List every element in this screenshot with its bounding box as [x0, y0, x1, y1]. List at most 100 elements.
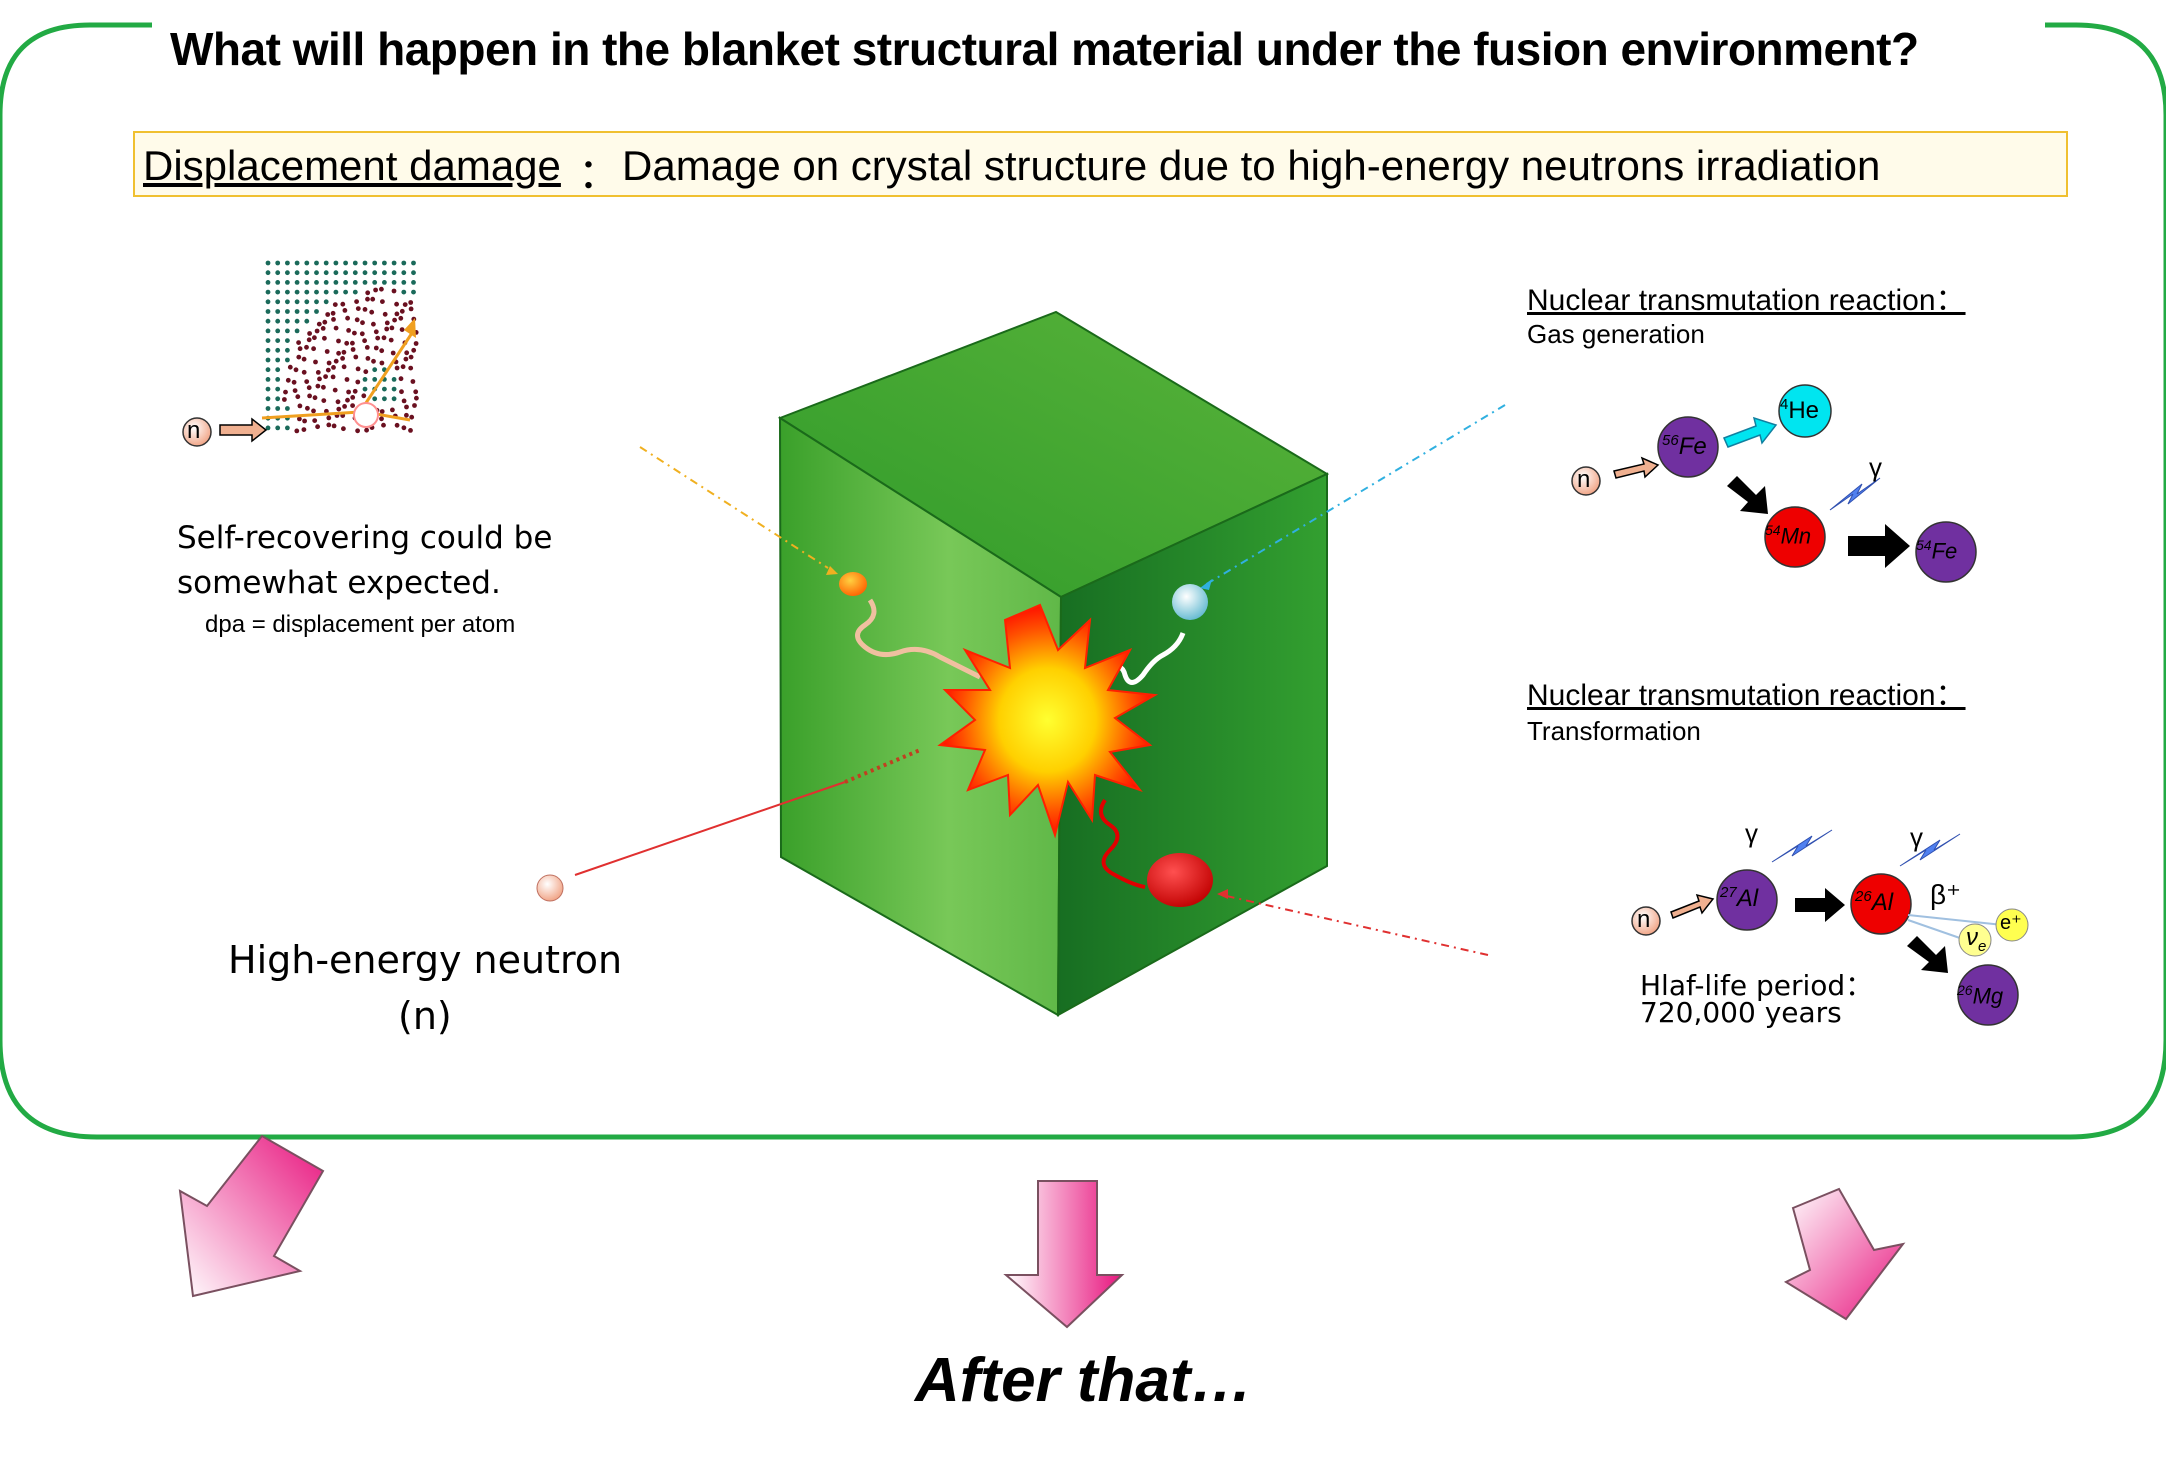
lattice-atom	[320, 326, 326, 331]
lattice-atom	[265, 299, 271, 305]
pink-arrow-center	[1003, 1180, 1125, 1329]
lattice-atom	[294, 289, 300, 295]
lattice-atom	[326, 415, 332, 421]
displacement-description: Damage on crystal structure due to high-…	[622, 142, 1881, 189]
lattice-atom	[382, 311, 388, 317]
lattice-atom	[350, 340, 355, 346]
lattice-atom	[332, 302, 338, 307]
lattice-atom	[372, 396, 378, 402]
trail-orange	[855, 598, 982, 680]
lattice-atom	[330, 374, 336, 380]
trans-panel-subtitle: Transformation	[1527, 716, 1701, 746]
lattice-atom	[389, 325, 395, 331]
lattice-atom	[285, 289, 290, 295]
lattice-atom	[391, 270, 397, 276]
lattice-atom	[371, 358, 376, 364]
lattice-atom	[297, 416, 302, 422]
lattice-atom	[315, 370, 321, 375]
lattice-atom	[350, 347, 356, 352]
lattice-atom	[294, 260, 300, 266]
lattice-atom	[370, 296, 376, 302]
lattice-atom	[373, 345, 379, 351]
particle-cyan	[1172, 584, 1208, 620]
after-that-text: After that…	[915, 1346, 1253, 1415]
displacement-banner	[133, 131, 2068, 197]
lattice-atom	[332, 387, 338, 393]
lattice-atom	[413, 341, 419, 346]
pink-arrow-left	[178, 1134, 325, 1298]
lattice-atom	[294, 428, 300, 434]
lattice-atom	[333, 280, 339, 285]
lattice-atom	[352, 270, 358, 276]
lattice-atom	[382, 260, 387, 266]
lattice-atom	[391, 280, 397, 285]
neutron-symbol-label: (n)	[398, 994, 452, 1038]
lattice-atom	[304, 318, 310, 324]
dpa-note: dpa = displacement per atom	[205, 611, 516, 638]
lattice-atom	[403, 356, 409, 362]
lattice-atom	[330, 310, 336, 316]
lattice-atom	[409, 414, 415, 420]
trans-gamma-2: γ	[1910, 822, 1923, 852]
lattice-atom	[354, 299, 359, 304]
lattice-atom	[391, 288, 397, 294]
lattice-atom	[380, 299, 385, 304]
lattice-atom	[313, 359, 318, 365]
lattice-atom	[265, 367, 271, 373]
lattice-atom	[293, 367, 299, 373]
lattice-atom	[323, 289, 329, 295]
lattice-atom	[265, 309, 271, 314]
al27-label: 27Al	[1720, 884, 1759, 912]
trans-gamma-1: γ	[1745, 818, 1758, 848]
lattice-atom	[314, 328, 320, 334]
lattice-atom	[399, 327, 405, 332]
lattice-atom	[341, 364, 347, 370]
lattice-atom	[379, 360, 385, 366]
lattice-atom	[307, 393, 312, 399]
lattice-atom	[285, 338, 290, 343]
lattice-atom	[275, 260, 281, 266]
lattice-atom	[379, 286, 384, 292]
lattice-atom	[352, 330, 357, 336]
mn54-label: 54Mn	[1765, 522, 1812, 549]
lattice-atom	[401, 289, 407, 295]
lattice-atom	[275, 347, 281, 353]
lattice-atom	[373, 287, 378, 293]
lattice-atom	[314, 299, 319, 305]
lattice-atom	[301, 369, 307, 375]
lattice-atom	[333, 260, 339, 266]
gas-gamma-symbol: γ	[1869, 452, 1882, 482]
gas-panel-subtitle: Gas generation	[1527, 319, 1705, 349]
lattice-atom	[314, 289, 319, 295]
lattice-atom	[285, 357, 290, 363]
lattice-atom	[285, 328, 290, 334]
lattice-atom	[285, 299, 290, 305]
lattice-atom	[365, 356, 371, 361]
mg26-label: 26Mg	[1957, 982, 2004, 1009]
lattice-atom	[364, 427, 369, 433]
particle-orange	[839, 572, 867, 596]
lattice-atom	[304, 299, 310, 305]
lattice-atom	[275, 386, 281, 392]
lattice-atom	[265, 260, 271, 266]
lattice-atom	[321, 398, 327, 403]
lattice-atom	[275, 406, 281, 411]
lattice-atom	[408, 306, 414, 312]
lattice-atom	[331, 365, 336, 370]
lattice-atom	[275, 357, 281, 363]
lattice-atom	[294, 309, 300, 314]
lattice-atom	[344, 377, 350, 382]
lattice-atom	[275, 377, 281, 382]
lattice-atom	[323, 270, 329, 276]
lattice-atom	[411, 270, 416, 276]
positron-symbol: e⁺	[2000, 912, 2022, 934]
lattice-atom	[362, 280, 368, 285]
lattice-atom	[315, 383, 321, 389]
lattice-atom	[296, 354, 302, 360]
gas-panel-title: Nuclear transmutation reaction：	[1527, 284, 1966, 317]
lattice-atom	[265, 377, 271, 382]
lattice-atom	[381, 422, 386, 428]
lattice-atom	[306, 337, 312, 343]
lattice-atom	[364, 345, 370, 350]
lattice-atom	[353, 354, 359, 360]
